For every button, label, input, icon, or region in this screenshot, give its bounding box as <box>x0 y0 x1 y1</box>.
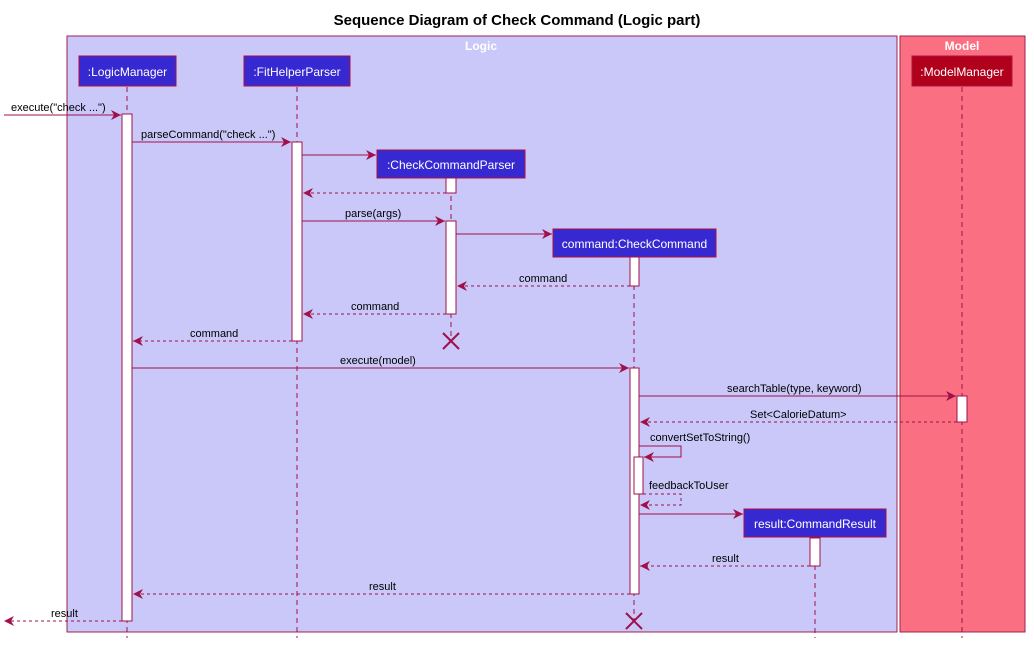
logic-group-label: Logic <box>465 39 497 53</box>
msg-set-calorie-datum: Set<CalorieDatum> <box>750 409 847 421</box>
participant-check-command: command:CheckCommand <box>552 228 717 258</box>
msg-parse-command: parseCommand("check ...") <box>141 129 275 141</box>
participant-label: result:CommandResult <box>754 517 877 531</box>
participant-model-manager: :ModelManager <box>911 55 1013 87</box>
participant-label: :ModelManager <box>920 65 1003 79</box>
participant-logic-manager: :LogicManager <box>78 55 177 87</box>
msg-parse-args: parse(args) <box>345 208 401 220</box>
msg-execute-check: execute("check ...") <box>11 102 106 114</box>
msg-return-result-1: result <box>712 553 739 565</box>
participant-label: :CheckCommandParser <box>387 158 515 172</box>
msg-return-command-2: command <box>351 301 399 313</box>
diagram-title: Sequence Diagram of Check Command (Logic… <box>334 12 701 29</box>
model-group-label: Model <box>945 39 980 53</box>
participant-fithelper-parser: :FitHelperParser <box>243 55 351 87</box>
msg-return-command-1: command <box>519 273 567 285</box>
return-feedback-to-user <box>640 493 682 510</box>
destroy-check-command-icon <box>625 612 643 630</box>
msg-execute-model: execute(model) <box>340 355 416 367</box>
activation-check-command-nested <box>633 456 644 495</box>
participant-label: :LogicManager <box>88 65 167 79</box>
activation-logic-manager <box>121 113 133 622</box>
participant-label: command:CheckCommand <box>562 237 707 251</box>
participant-command-result: result:CommandResult <box>743 508 887 538</box>
participant-check-command-parser: :CheckCommandParser <box>376 149 526 179</box>
activation-command-result <box>809 537 821 567</box>
activation-fithelper-parser <box>291 141 303 342</box>
participant-label: :FitHelperParser <box>253 65 340 79</box>
msg-return-result-3: result <box>51 608 78 620</box>
msg-feedback-to-user: feedbackToUser <box>649 480 729 492</box>
msg-search-table: searchTable(type, keyword) <box>727 383 862 395</box>
arrow-convert-set-to-string <box>639 445 682 462</box>
destroy-check-command-parser-icon <box>442 332 460 350</box>
activation-check-command-1 <box>629 256 640 287</box>
activation-model-manager <box>956 395 968 423</box>
activation-check-command-parser-2 <box>445 220 457 315</box>
activation-check-command-parser-1 <box>445 177 457 194</box>
msg-convert-set-to-string: convertSetToString() <box>650 432 750 444</box>
msg-return-result-2: result <box>369 581 396 593</box>
msg-return-command-3: command <box>190 328 238 340</box>
